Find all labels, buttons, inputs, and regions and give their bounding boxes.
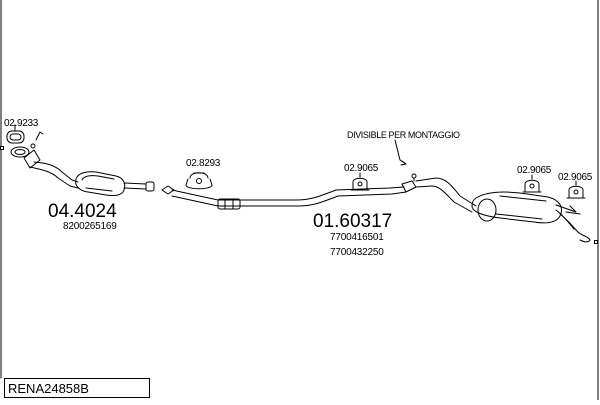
middle-ref-label: 01.60317 (313, 211, 393, 232)
divisible-note: DIVISIBLE PER MONTAGGIO (347, 130, 460, 140)
diagram-code-box: RENA24858B (4, 378, 150, 398)
middle-oem-label-2: 7700432250 (330, 247, 384, 258)
catalyst-ref-label: 04.4024 (48, 201, 117, 222)
rear-muffler-drawing (471, 191, 591, 243)
note-arrowhead (400, 160, 407, 166)
catalyst-oem-label: 8200265169 (63, 221, 117, 232)
right-edge-marker (594, 240, 598, 244)
catalyst-drawing (10, 131, 155, 196)
mount-ref-label-1: 02.9065 (344, 163, 379, 174)
middle-oem-label-1: 7700416501 (330, 232, 384, 243)
left-edge-marker (0, 146, 4, 150)
clamp-ref-label: 02.8293 (186, 158, 221, 169)
gasket-drawing (6, 124, 25, 144)
diagram-code-label: RENA24858B (8, 381, 89, 396)
note-arrow (394, 139, 407, 165)
mount-drawing-2 (522, 174, 542, 193)
mount-ref-label-3: 02.9065 (558, 172, 593, 183)
mount-drawing-3 (566, 180, 586, 199)
clamp-drawing (185, 172, 213, 190)
middle-pipe-drawing (161, 173, 477, 213)
mount-drawing-1 (350, 172, 370, 191)
gasket-ref-label: 02.9233 (4, 118, 39, 129)
mount-ref-label-2: 02.9065 (517, 165, 552, 176)
